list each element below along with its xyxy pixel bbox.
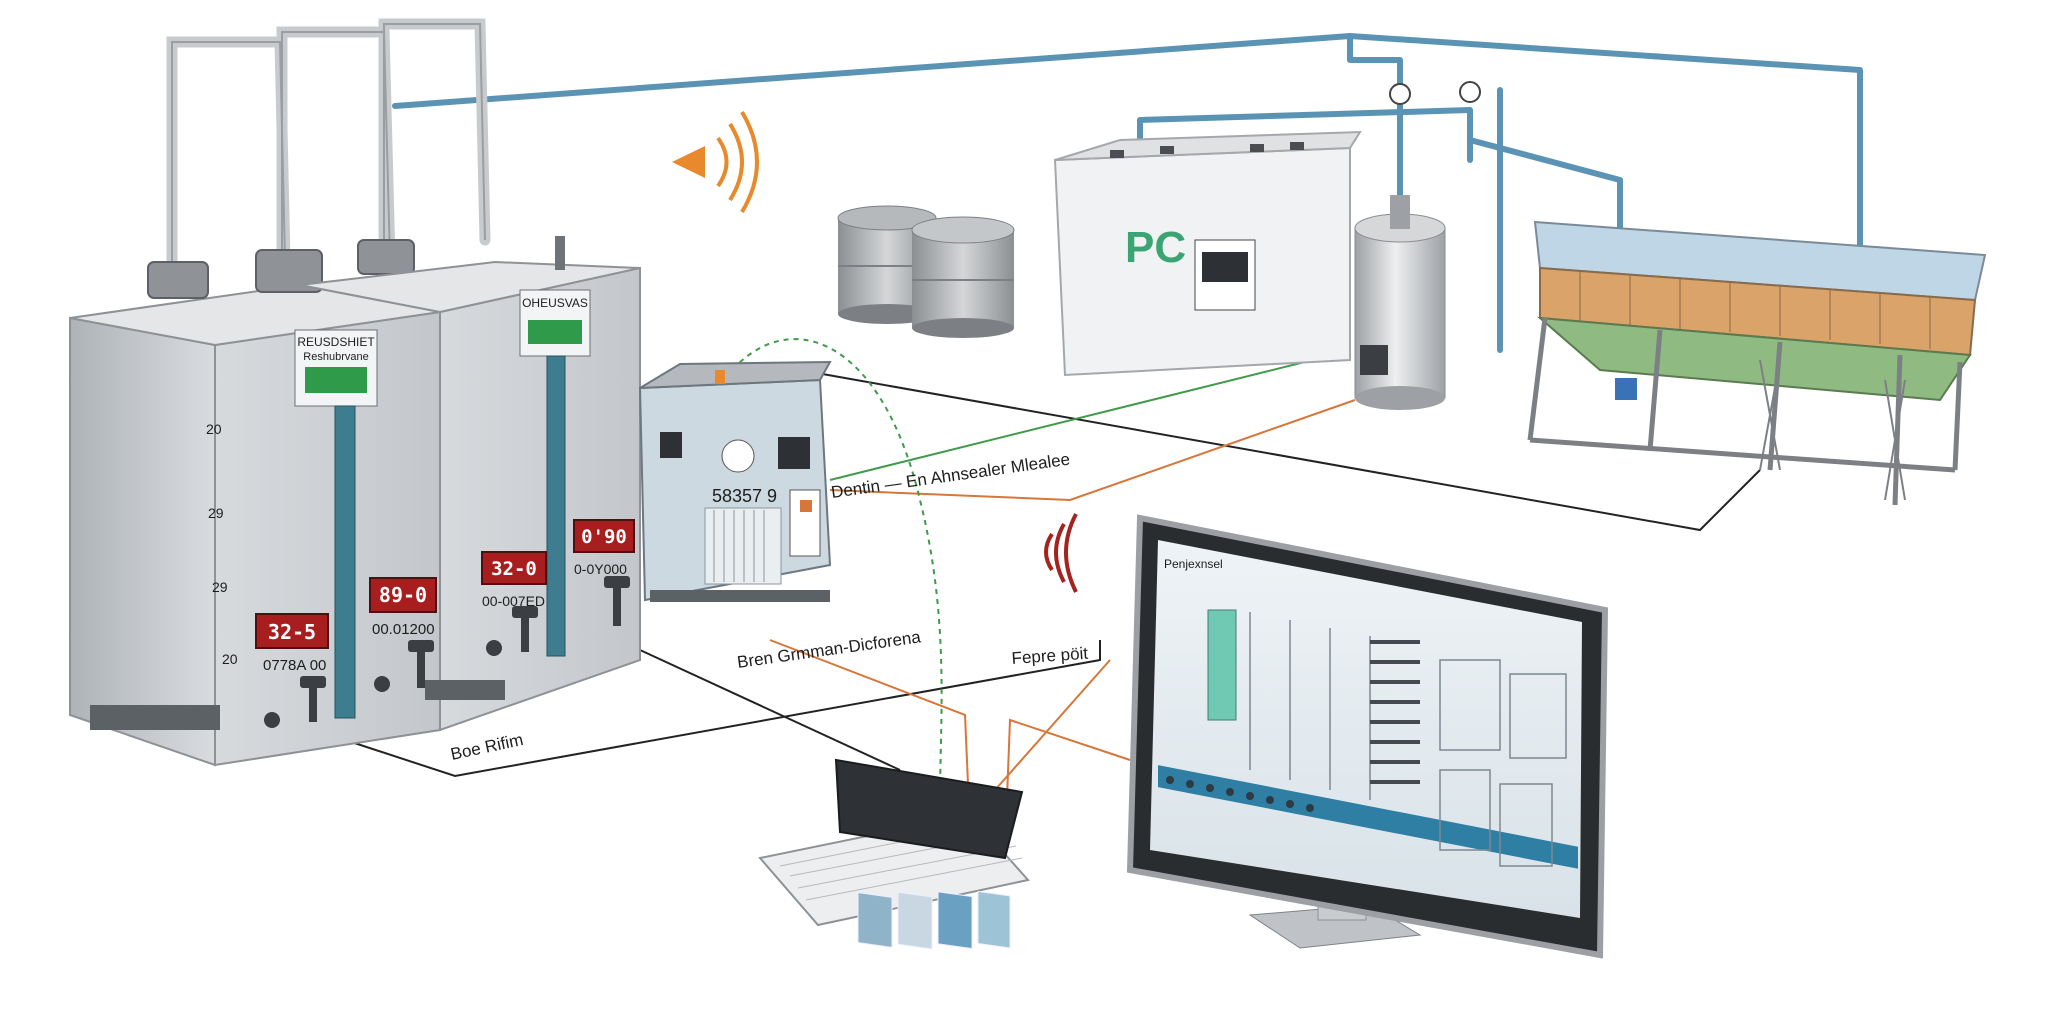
cabinet-2-left-display-value: 32-0 (491, 558, 537, 580)
wire-label-b: Bren Grmman-Dicforena (736, 627, 923, 672)
cabinet-2-left-display (481, 551, 547, 585)
cabinet-2-right-display (573, 519, 635, 553)
handheld-terminal (758, 758, 1030, 950)
wire-black-long (799, 369, 1761, 532)
cabinet-1-scale-1: 20 (206, 421, 222, 437)
control-unit-dial (721, 439, 755, 473)
wireless-link (719, 338, 943, 801)
pc-enclosure: PC (1053, 130, 1362, 377)
control-unit-code: 58357 9 (712, 486, 777, 506)
monitor-list-rows (1370, 640, 1420, 784)
control-unit-vent (704, 507, 782, 585)
wifi-signal-icon-orange (672, 110, 759, 214)
wire-orange-1 (829, 399, 1356, 502)
cabinet-1-readout: 0778A 00 (263, 657, 326, 674)
cabinet-2-right-display-value: 0'90 (581, 526, 627, 548)
cabinet-2-valves (486, 576, 630, 656)
cabinet-1-level-gauge (334, 405, 356, 719)
wire-orange-4 (994, 659, 1111, 791)
process-cabinet-1: REUSDSHIET Reshubrvane 20 29 29 20 32-5 … (69, 239, 441, 767)
monitor-panels (1249, 612, 1567, 867)
wire-orange-3 (1004, 718, 1131, 851)
cabinet-1-right-display-value: 89-0 (379, 583, 427, 607)
cabinet-1-right-display (369, 577, 437, 613)
cabinet-2-readout: 00-007ED (482, 593, 545, 609)
cabinet-gooseneck-pipes (166, 18, 491, 296)
cabinet-1-label-sub: Reshubrvane (303, 351, 368, 363)
monitor-title-bar (1158, 765, 1578, 869)
process-cabinet-2: OHEUSVAS 32-0 0'90 00-007ED 0-0Y000 (299, 236, 641, 732)
wire-green (829, 351, 1346, 481)
cabinet-2-status-lamp (528, 320, 582, 344)
cabinet-2-level-gauge (546, 355, 566, 657)
cabinet-1-readout-right: 00.01200 (372, 621, 435, 638)
handheld-tile-2 (897, 891, 933, 950)
cabinet-1-label-top: REUSDSHIET (297, 335, 375, 349)
control-unit-keypad (778, 437, 810, 469)
wire-label-d: Boe Rifim (449, 730, 525, 764)
monitor-title: Penjexnsel (1164, 557, 1223, 571)
pc-label: PC (1125, 223, 1186, 272)
gauge-icon-2 (1459, 81, 1481, 103)
cabinet-1-valves (264, 640, 434, 728)
wifi-signal-icon-red (1044, 513, 1078, 593)
monitor-toolbar-dots (1166, 776, 1314, 812)
handheld-tile-4 (977, 890, 1011, 949)
cabinet-1-status-lamp (305, 367, 367, 393)
desktop-monitor: Penjexnsel (1126, 514, 1609, 959)
wire-black-cabinet (639, 649, 901, 771)
tank-feed-pipe (1347, 33, 1403, 203)
wire-black-floor (329, 640, 1101, 778)
control-unit-socket (660, 432, 682, 458)
settling-basin (1527, 220, 1987, 506)
cabinet-1-left-display-value: 32-5 (268, 620, 316, 644)
handheld-tile-1 (857, 892, 893, 948)
cabinet-1-scale-2: 29 (208, 505, 224, 521)
monitor-tank-gauge (1207, 609, 1237, 721)
cabinet-2-label-top: OHEUSVAS (522, 296, 588, 310)
control-unit: 58357 9 (638, 360, 832, 602)
cabinet-1-flanges (147, 239, 415, 299)
handheld-tile-3 (937, 891, 973, 950)
pressure-tank (1354, 81, 1481, 410)
cabinet-2-readout-right: 0-0Y000 (574, 561, 627, 577)
gauge-icon-1 (1389, 83, 1411, 105)
main-header-pipe (392, 33, 1863, 333)
cabinet-1-scale-3: 29 (212, 579, 228, 595)
cabinet-1-scale-4: 20 (222, 651, 238, 667)
pc-feed-pipe (1137, 107, 1473, 163)
control-unit-terminal (789, 489, 821, 557)
cabinet-1-left-display (255, 613, 329, 649)
storage-drums (837, 205, 1015, 338)
